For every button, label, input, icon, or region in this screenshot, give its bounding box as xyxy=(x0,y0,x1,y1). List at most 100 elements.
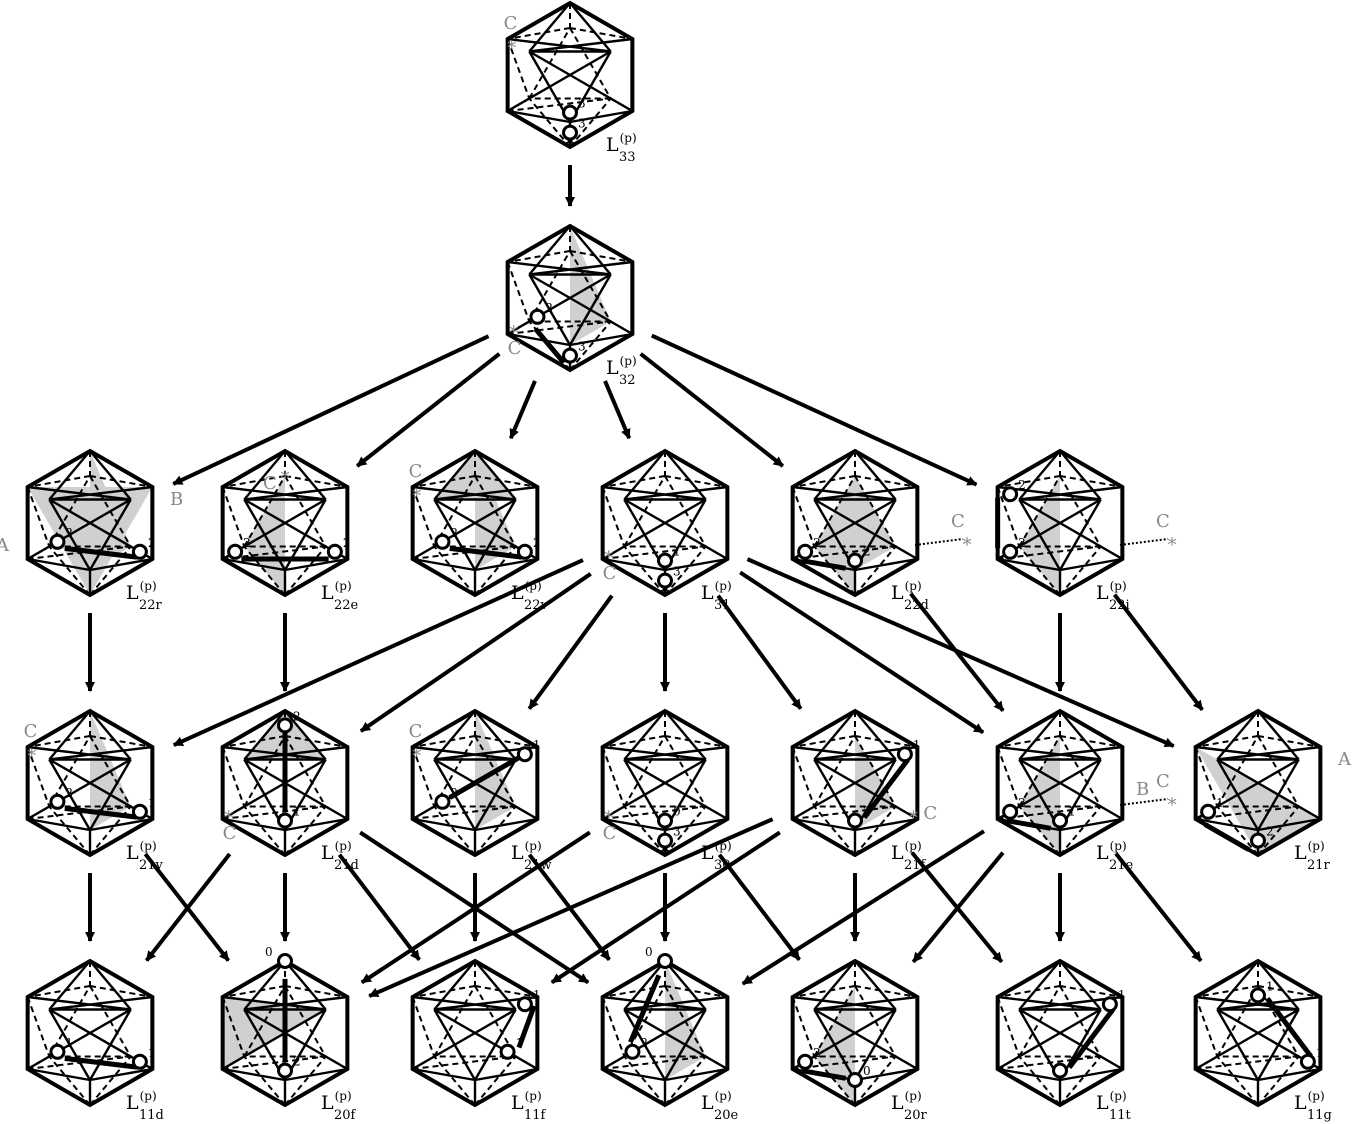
edge-L32-L22v xyxy=(508,380,537,440)
asterisk-icon: ∗ xyxy=(603,804,615,825)
site-marker xyxy=(1250,987,1266,1004)
back-edge xyxy=(284,805,327,856)
edge-L21e-L20r xyxy=(911,851,1005,964)
asterisk-icon: ∗ xyxy=(279,464,291,485)
back-edge xyxy=(791,746,816,807)
occupancy-number: 1 xyxy=(293,805,301,819)
node-L21f: 12∗CL(p)21f xyxy=(790,708,937,873)
site-marker xyxy=(434,533,451,550)
node-label: L(p)33 xyxy=(606,131,637,165)
front-edge xyxy=(997,745,1101,761)
occupancy-number: 2 xyxy=(1018,478,1026,492)
edge-L31-L21f xyxy=(716,594,803,710)
side-label: A xyxy=(1337,749,1352,770)
back-edge xyxy=(89,475,153,488)
node-L22i: 22∗CL(p)22i xyxy=(995,448,1178,613)
front-edge xyxy=(27,485,131,501)
front-edge xyxy=(243,1008,348,1071)
occupancy-number: 3 xyxy=(578,97,586,111)
asterisk-icon: ∗ xyxy=(411,482,423,503)
pair-bond xyxy=(1006,818,1052,831)
back-edge xyxy=(791,486,816,547)
back-edge xyxy=(1059,1055,1102,1106)
site-label: C xyxy=(508,338,522,359)
icosahedron-outline xyxy=(1193,708,1323,858)
site-marker xyxy=(624,1043,641,1060)
edge-L31-L21r xyxy=(746,557,1175,748)
back-edge xyxy=(433,1055,476,1106)
front-edge xyxy=(89,817,153,832)
back-edge xyxy=(1018,805,1061,856)
back-edge xyxy=(506,261,531,322)
front-edge xyxy=(529,260,633,276)
front-edge xyxy=(528,50,633,113)
front-edge xyxy=(623,498,728,561)
back-edge xyxy=(27,735,91,748)
pair-bond xyxy=(1067,1007,1115,1070)
front-edge xyxy=(624,995,728,1011)
front-edge xyxy=(1257,817,1321,832)
front-edge xyxy=(1216,758,1321,821)
node-label: L(p)21e xyxy=(1096,839,1134,873)
edge-L32-L22d xyxy=(639,352,785,468)
back-edge xyxy=(623,1055,666,1106)
back-edge xyxy=(997,735,1061,748)
occupancy-number: 1 xyxy=(533,738,541,752)
front-edge xyxy=(49,485,153,501)
occupancy-number: 3 xyxy=(673,565,681,579)
occupancy-number: 2 xyxy=(863,545,871,559)
back-edge xyxy=(433,545,476,596)
occupancy-number: 3 xyxy=(578,340,586,354)
node-label: L(p)21d xyxy=(321,839,359,873)
back-edge xyxy=(433,805,476,856)
edge-L22i-L21r xyxy=(1112,593,1204,712)
occupancy-number: 1 xyxy=(65,1036,73,1050)
front-edge xyxy=(854,1067,918,1082)
back-edge xyxy=(412,475,476,488)
front-edge xyxy=(792,485,896,501)
site-marker xyxy=(49,793,66,810)
back-edge xyxy=(1059,475,1123,488)
site-marker xyxy=(657,953,673,969)
back-edge xyxy=(27,985,91,998)
front-edge xyxy=(434,485,538,501)
front-edge xyxy=(412,498,517,561)
occupancy-number: 2 xyxy=(813,536,821,550)
icosahedron-outline xyxy=(410,958,540,1108)
back-edge xyxy=(1216,1055,1259,1106)
back-edge xyxy=(507,250,571,263)
back-edge xyxy=(1216,805,1259,856)
pair-bond xyxy=(449,545,523,560)
pair-bond xyxy=(64,1055,138,1070)
back-edge xyxy=(813,545,856,596)
site-marker xyxy=(326,543,343,560)
back-edge xyxy=(996,746,1021,807)
node-L22d: 22∗CL(p)22d xyxy=(790,448,973,613)
icosahedron-outline xyxy=(790,708,920,858)
occupancy-number: 3 xyxy=(578,117,586,131)
site-marker xyxy=(562,124,578,141)
front-edge xyxy=(433,1008,538,1071)
back-edge xyxy=(664,735,728,748)
node-label: L(p)21f xyxy=(891,839,927,873)
back-edge xyxy=(1018,545,1061,596)
pair-bond xyxy=(516,1005,537,1049)
front-edge xyxy=(1018,498,1123,561)
site-marker xyxy=(657,552,673,569)
front-edge xyxy=(569,109,633,124)
asterisk-icon: ∗ xyxy=(603,544,615,565)
front-edge xyxy=(507,109,571,124)
site-label: C xyxy=(1156,771,1170,792)
node-label: L(p)20f xyxy=(321,1089,357,1123)
site-marker xyxy=(131,1053,148,1070)
edge-L21d-L11d xyxy=(145,852,232,962)
front-edge xyxy=(792,758,897,821)
front-edge xyxy=(412,485,516,501)
icosahedron-outline xyxy=(790,448,920,598)
front-edge xyxy=(854,817,918,832)
back-edge xyxy=(506,38,531,99)
front-edge xyxy=(222,995,326,1011)
icosahedron-outline xyxy=(25,708,155,858)
front-edge xyxy=(507,37,611,53)
